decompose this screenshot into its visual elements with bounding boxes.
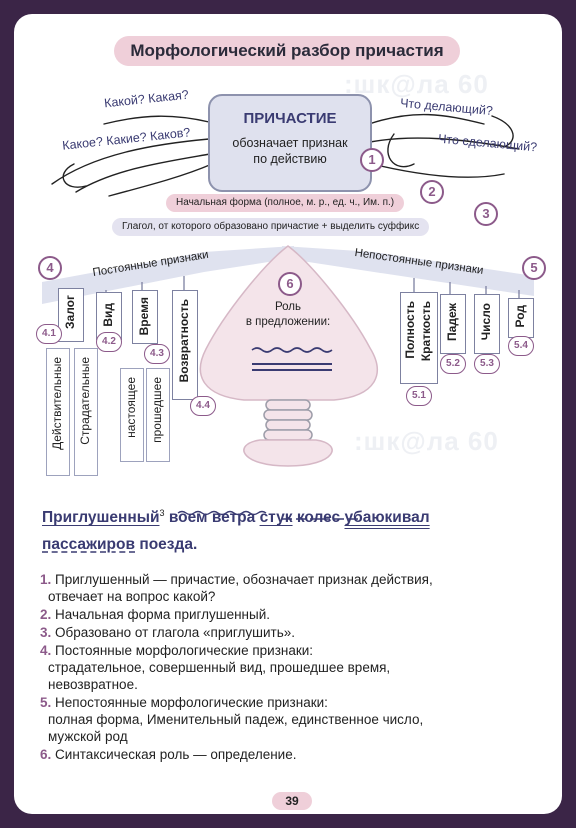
tense-present-box: настоящее [120, 368, 144, 462]
participle-heading: ПРИЧАСТИЕ [243, 110, 337, 127]
step-badge-4: 4 [38, 256, 62, 280]
reflexivity-box: Возвратность [172, 290, 198, 400]
step-badge-2: 2 [420, 180, 444, 204]
step-badge-1: 1 [360, 148, 384, 172]
analysis-item-1: 1. Приглушенный — причастие, обозначает … [40, 572, 433, 604]
word-7: пассажиров [42, 536, 136, 554]
tense-past: прошедшее [150, 377, 164, 443]
fullness-box: Полность Краткость [400, 292, 438, 384]
analysis-item-2: 2. Начальная форма приглушенный. [40, 607, 270, 622]
word-1: Приглушенный [42, 509, 160, 527]
question-left-2: Какое? Какие? Каков? [61, 125, 192, 153]
watermark: :шк@ла 60 [354, 426, 499, 456]
page: :шк@ла 60 :шк@ла 60 Морфологический разб… [14, 14, 562, 814]
step-badge-5-2: 5.2 [440, 354, 466, 374]
role-line-2: в предложении: [245, 316, 331, 328]
participle-definition-box: ПРИЧАСТИЕ обозначает признак по действию [208, 94, 372, 192]
verb-origin-label: Глагол, от которого образовано причастие… [112, 218, 430, 236]
page-title: Морфологический разбор причастия [114, 36, 460, 66]
tense-label: Время [137, 297, 151, 336]
word-5: колес [296, 509, 341, 527]
step-badge-4-3: 4.3 [144, 344, 170, 364]
participle-description-2: по действию [253, 152, 327, 166]
voice-passive: Страдательные [78, 357, 92, 445]
analysis-item-4: 4. Постоянные морфологические признаки:с… [40, 643, 391, 692]
word-8: поезда. [139, 536, 198, 554]
word-4: стук [259, 509, 293, 527]
watermark: :шк@ла 60 [344, 69, 489, 99]
case-box: Падеж [440, 294, 466, 354]
voice-label: Залог [63, 295, 77, 329]
fullness-label: Полность [403, 301, 417, 359]
constant-features-label: Постоянные признаки [91, 248, 210, 280]
voice-passive-box: Страдательные [74, 348, 98, 476]
case-label: Падеж [445, 303, 459, 341]
voice-box: Залог [58, 288, 84, 342]
step-badge-5-4: 5.4 [508, 336, 534, 356]
tense-present: настоящее [124, 377, 138, 438]
question-left-1: Какой? Какая? [103, 87, 190, 111]
shortness-label: Краткость [419, 301, 433, 362]
role-line-1: Роль [274, 301, 301, 313]
step-badge-5-1: 5.1 [406, 386, 432, 406]
voice-active: Действительные [50, 357, 64, 450]
tense-past-box: прошедшее [146, 368, 170, 462]
step-badge-5-3: 5.3 [474, 354, 500, 374]
gender-label: Род [513, 305, 527, 328]
variable-features-label: Непостоянные признаки [353, 247, 485, 277]
analysis-item-6: 6. Синтаксическая роль — определение. [40, 747, 297, 762]
analysis-item-3: 3. Образовано от глагола «приглушить». [40, 625, 296, 640]
step-badge-5: 5 [522, 256, 546, 280]
question-right-2: Что сделающий? [437, 131, 538, 155]
analysis-list: 1. Приглушенный — причастие, обозначает … [40, 571, 550, 764]
aspect-label: Вид [101, 303, 115, 327]
example-sentence: Приглушенный3 воем ветра стук колес убаю… [42, 500, 542, 558]
page-number: 39 [272, 792, 312, 810]
word-3: ветра [211, 509, 256, 527]
number-box: Число [474, 294, 500, 354]
voice-active-box: Действительные [46, 348, 70, 476]
reflexivity-label: Возвратность [177, 299, 191, 383]
analysis-item-5: 5. Непостоянные морфологические признаки… [40, 695, 424, 744]
step-badge-3: 3 [474, 202, 498, 226]
step-badge-4-1: 4.1 [36, 324, 62, 344]
word-1-superscript: 3 [159, 508, 165, 518]
word-6: убаюкивал [344, 509, 430, 527]
step-badge-4-4: 4.4 [190, 396, 216, 416]
role-label: Роль в предложении: [232, 300, 344, 330]
step-badge-6: 6 [278, 272, 302, 296]
step-badge-4-2: 4.2 [96, 332, 122, 352]
participle-description-1: обозначает признак [232, 136, 348, 150]
gender-box: Род [508, 298, 534, 338]
number-label: Число [479, 303, 493, 341]
word-2: воем [168, 509, 208, 527]
initial-form-label: Начальная форма (полное, м. р., ед. ч., … [166, 194, 405, 212]
tense-box: Время [132, 290, 158, 344]
